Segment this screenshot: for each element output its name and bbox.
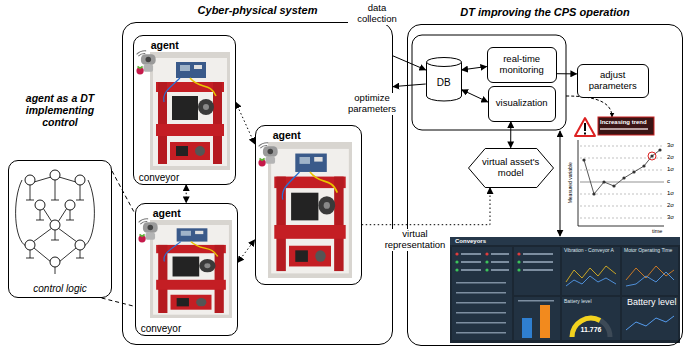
zoom-line bbox=[102, 298, 135, 306]
agent-title: agent bbox=[273, 129, 301, 141]
edge-label: optimize parameters bbox=[343, 93, 401, 115]
annotation: agent as a DT implementing control bbox=[20, 92, 100, 128]
zoom-line bbox=[112, 171, 135, 213]
level-label: 3σ bbox=[667, 214, 674, 221]
cylinder-body bbox=[426, 62, 461, 101]
level-label: 1σ bbox=[667, 190, 674, 197]
dotted-link bbox=[238, 240, 255, 263]
process-box: adjust parameters bbox=[577, 64, 649, 98]
database-cylinder: DB bbox=[426, 57, 462, 101]
process-label: adjust parameters bbox=[580, 70, 646, 91]
data-arrow bbox=[462, 90, 488, 102]
process-box: visualization bbox=[488, 86, 556, 122]
level-label: 2σ bbox=[667, 154, 674, 161]
process-box: real-time monitoring bbox=[487, 47, 557, 83]
model-hexagon: virtual asset's model bbox=[468, 148, 554, 188]
edge-label: virtual representation bbox=[380, 229, 450, 251]
level-label: 2σ bbox=[667, 202, 674, 209]
agent-box: agent conveyor bbox=[135, 203, 238, 336]
data-arrow bbox=[393, 56, 426, 70]
agent-title: agent bbox=[151, 39, 179, 51]
panel-title: Battery level bbox=[627, 298, 677, 308]
edge-label: data collection bbox=[348, 3, 406, 25]
frame-heading: DT improving the CPS operation bbox=[408, 6, 682, 18]
panel-title: Vibration - Conveyor A bbox=[564, 248, 614, 254]
logic-caption: control logic bbox=[9, 283, 111, 294]
level-label: 1σ bbox=[667, 166, 674, 173]
level-label: c bbox=[667, 178, 670, 185]
process-label: real-time monitoring bbox=[490, 54, 554, 75]
cylinder-top bbox=[426, 57, 461, 66]
panel-title: Motor Operating Time bbox=[624, 248, 672, 254]
dotted-arrow bbox=[362, 188, 490, 225]
dashboard-title: Conveyors bbox=[455, 238, 486, 245]
dotted-link bbox=[236, 102, 255, 144]
process-label: visualization bbox=[496, 98, 548, 109]
data-arrow bbox=[557, 73, 577, 74]
agent-box: agent bbox=[255, 125, 362, 285]
data-arrow bbox=[510, 122, 511, 148]
agent-box: agent conveyor bbox=[133, 35, 236, 185]
gauge-value: 11.776 bbox=[580, 326, 602, 334]
data-arrow bbox=[462, 67, 487, 70]
axis-label: time bbox=[652, 228, 662, 234]
logic-box: control logic bbox=[8, 160, 112, 298]
level-label: 3σ bbox=[667, 142, 674, 149]
database-label: DB bbox=[437, 77, 451, 88]
asset-name: conveyor bbox=[139, 172, 180, 183]
asset-name: conveyor bbox=[141, 323, 182, 334]
model-label: virtual asset's model bbox=[480, 157, 542, 178]
agent-title: agent bbox=[153, 207, 181, 219]
system-frame: Cyber-physical systemagentconveyoragenta… bbox=[122, 22, 393, 345]
alert-text: Increasing trend bbox=[600, 119, 647, 126]
panel-title: Battery level bbox=[564, 299, 592, 305]
data-arrow bbox=[393, 84, 426, 87]
dotted-link bbox=[186, 185, 187, 203]
hexagon-shape bbox=[468, 148, 553, 187]
axis-label: Measured variable bbox=[568, 160, 574, 206]
